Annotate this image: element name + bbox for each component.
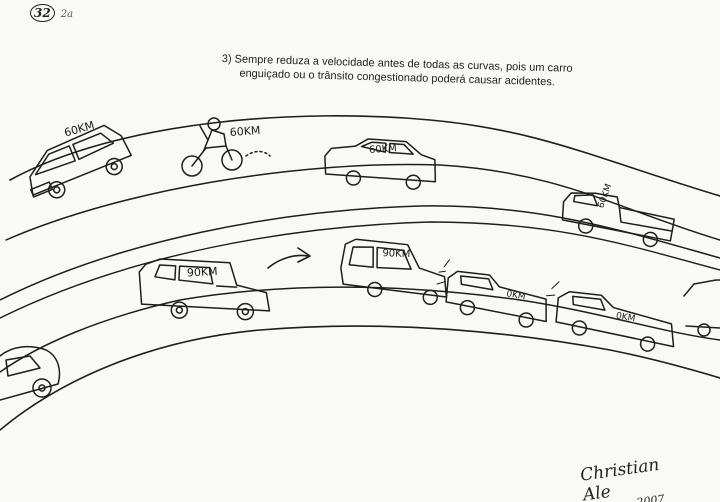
- sign-car-bottom-left: 90KM: [187, 265, 218, 280]
- sign-car-bottom-mid: 90KM: [382, 248, 410, 260]
- car-bottom-middle: 90KM: [340, 238, 448, 306]
- page-number: 32 2a: [30, 4, 73, 22]
- car-bottom-left: 90KM: [138, 258, 271, 321]
- sign-car-crash-2: 0KM: [615, 311, 636, 324]
- road-lines: [0, 115, 720, 431]
- pickup-truck: 60KM: [561, 183, 675, 248]
- car-top-left: 60KM: [29, 119, 133, 199]
- sign-car-top-middle: 60KM: [369, 143, 398, 156]
- motorcycle: 60KM: [181, 117, 271, 177]
- car-crash-1: 0KM: [436, 259, 547, 328]
- road-top-outer-edge: [9, 115, 720, 197]
- car-top-middle: 60KM: [324, 138, 437, 190]
- road-bottom-outer-edge: [0, 325, 720, 431]
- motion-arrow: [267, 247, 311, 269]
- page-number-circled: 32: [30, 4, 55, 22]
- car-far-right: [683, 279, 720, 337]
- road-bottom-center-line: [0, 286, 720, 373]
- road-median-lower: [0, 221, 720, 319]
- sign-car-crash-1: 0KM: [505, 289, 526, 302]
- car-crash-2: 0KM: [545, 281, 675, 352]
- sign-motorcycle: 60KM: [229, 124, 261, 139]
- road-top-center-line: [5, 163, 720, 241]
- car-corner-left: [0, 345, 61, 401]
- page-number-sub: 2a: [60, 9, 74, 20]
